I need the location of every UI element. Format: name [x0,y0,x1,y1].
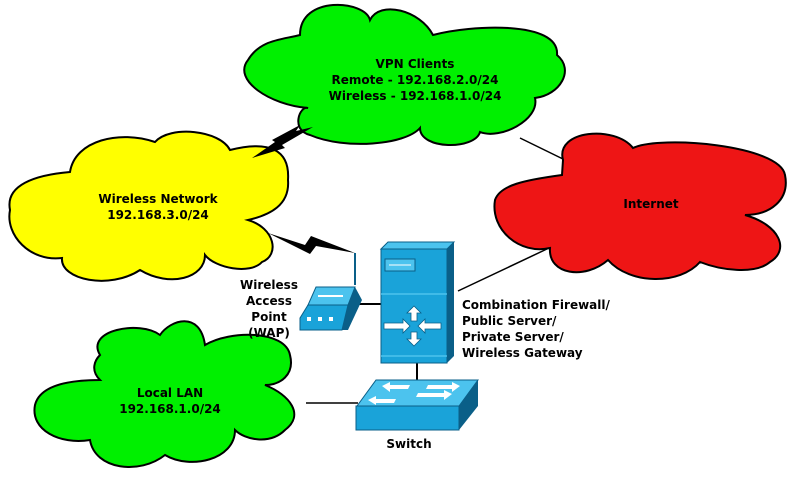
switch-label: Switch [386,437,432,451]
cloud-label-wireless-network: Wireless Network 192.168.3.0/24 [98,191,217,223]
local-lan-title: Local LAN [136,386,204,400]
link-vpn-internet [519,137,566,161]
wap-label-line: Wireless [240,278,298,292]
server-label: Combination Firewall/ Public Server/ Pri… [462,297,610,361]
wireless-network-title: Wireless Network [98,192,218,206]
vpn-clients-title: VPN Clients [375,57,455,71]
vpn-remote-subnet: Remote - 192.168.2.0/24 [331,73,499,87]
wireless-link-bolt-wap [268,233,355,254]
cloud-wireless-network [8,130,290,282]
wireless-link-bolt-vpn [252,125,313,158]
switch-icon [355,379,479,431]
cloud-label-internet: Internet [623,196,678,212]
vpn-wireless-subnet: Wireless - 192.168.1.0/24 [328,89,502,103]
cloud-label-vpn-clients: VPN Clients Remote - 192.168.2.0/24 Wire… [329,56,502,104]
wireless-network-subnet: 192.168.3.0/24 [107,208,209,222]
wap-label-line: Point [251,310,287,324]
wap-device-icon [299,286,362,331]
cloud-internet [493,132,787,280]
server-label-line: Combination Firewall/ [462,298,610,312]
link-internet-server [457,247,550,292]
wap-label-line: (WAP) [248,326,290,340]
server-label-line: Wireless Gateway [462,346,583,360]
cloud-label-local-lan: Local LAN 192.168.1.0/24 [119,385,221,417]
cloud-vpn-clients [243,3,566,146]
wap-label-line: Access [246,294,292,308]
server-label-line: Public Server/ [462,314,557,328]
wap-label: Wireless Access Point (WAP) [240,277,298,341]
cloud-local-lan [33,320,296,468]
local-lan-subnet: 192.168.1.0/24 [119,402,221,416]
server-firewall-icon [379,241,456,364]
server-label-line: Private Server/ [462,330,564,344]
internet-title: Internet [623,197,679,211]
